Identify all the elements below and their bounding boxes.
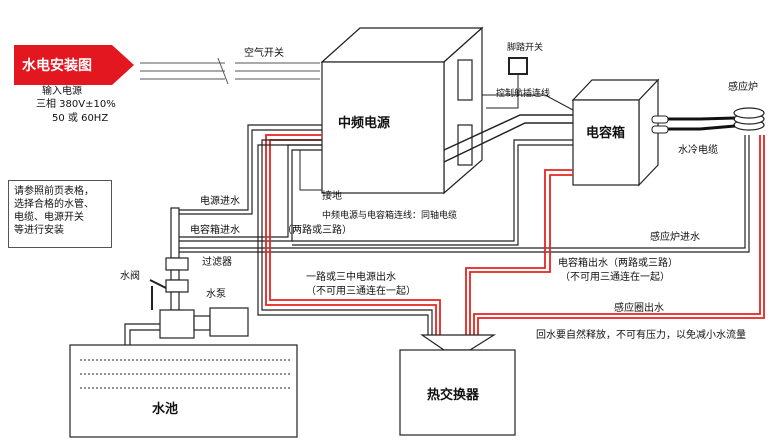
psu-cap-link-label: 中频电源与电容箱连线：同轴电缆 (322, 211, 458, 221)
coax-cable (443, 114, 573, 163)
cap-outlet-label-2: （不可用三通连在一起） (560, 272, 670, 283)
heat-exchanger-label: 热交换器 (427, 388, 480, 403)
diagram-title: 水电安装图 (22, 58, 92, 74)
pump-label: 水泵 (206, 289, 226, 300)
coil-water-in-label: 感应炉进水 (650, 232, 700, 243)
ground-label: 接地 (322, 191, 342, 202)
note-line: 等进行安装 (14, 225, 64, 236)
water-pool (69, 344, 298, 438)
pool-label: 水池 (152, 402, 179, 417)
return-note: 回水要自然释放，不可有压力，以免减小水流量 (536, 330, 746, 341)
note-line: 选择合格的水管、 (14, 199, 94, 210)
pump-assembly (124, 207, 249, 365)
two-three-label: （两路或三路） (282, 225, 352, 236)
control-cable-label: 控制航插连线 (496, 89, 551, 99)
filter-label: 过滤器 (202, 257, 232, 268)
air-switch-label: 空气开关 (244, 48, 284, 59)
psu-label: 中频电源 (338, 116, 391, 131)
title-banner (14, 45, 134, 85)
psu-cabinet (320, 26, 484, 195)
capacitor-box (571, 78, 660, 187)
control-cable-line (482, 94, 574, 111)
black-return-pipes (257, 139, 433, 335)
selection-note: 请参照前页表格， 选择合格的水管、 电缆、电源开关 等进行安装 (8, 180, 112, 248)
foot-switch-label: 脚踏开关 (507, 43, 544, 53)
note-line: 请参照前页表格， (14, 186, 94, 197)
psu-outlet-label-2: （不可用三通连在一起） (306, 286, 416, 297)
induction-coil (733, 107, 765, 131)
coil-label: 感应炉 (728, 82, 758, 93)
ground-wire (299, 150, 322, 191)
cap-outlet-label-1: 电容箱出水（两路或三路） (558, 258, 678, 269)
coil-outlet-label: 感应圈出水 (614, 303, 664, 314)
heat-exchanger (399, 334, 516, 436)
valve-label: 水阀 (120, 271, 140, 282)
power-line-3: 50 或 60HZ (52, 113, 109, 124)
psu-outlet-label-1: 一路或三中电源出水 (306, 272, 396, 283)
cold-water-pipes (178, 124, 750, 253)
foot-switch (508, 57, 528, 75)
cap-box-label: 电容箱 (586, 126, 626, 141)
power-input-lines (140, 57, 320, 85)
water-cable-label: 水冷电缆 (678, 145, 718, 156)
psu-water-in-label: 电源进水 (200, 196, 240, 207)
power-line-2: 三相 380V±10% (36, 99, 116, 110)
water-cooled-cable (651, 115, 736, 134)
cap-water-in-label: 电容箱进水 (190, 225, 240, 236)
power-line-1: 输入电源 (42, 86, 82, 97)
note-line: 电缆、电源开关 (14, 212, 84, 223)
